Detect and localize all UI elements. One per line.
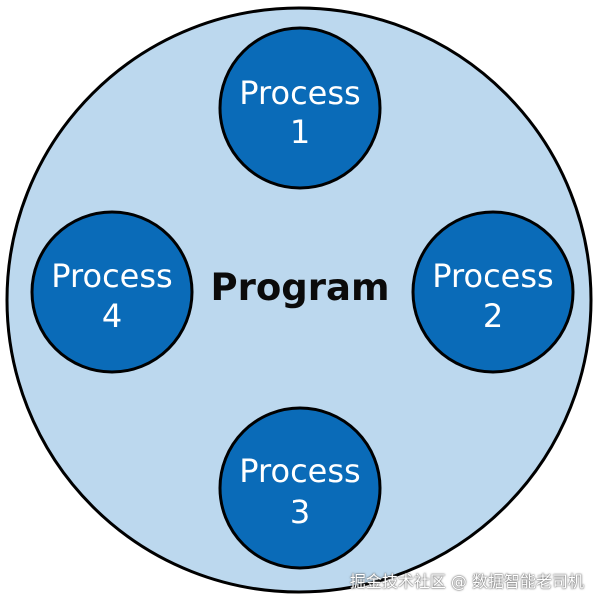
process-3-circle [218, 406, 382, 570]
process-1-number: 1 [290, 113, 310, 151]
process-1-circle [218, 26, 382, 190]
process-3-node: Process 3 [218, 406, 382, 570]
process-2-label: Process [432, 257, 553, 295]
process-1-node: Process 1 [218, 26, 382, 190]
process-2-node: Process 2 [411, 210, 575, 374]
process-4-node: Process 4 [30, 210, 194, 374]
program-circle [5, 6, 593, 594]
process-2-circle [411, 210, 575, 374]
program-label: Program [210, 266, 389, 309]
process-3-label: Process [239, 452, 360, 490]
watermark-text: 掘金技术社区 @ 数据智能老司机 [349, 572, 584, 591]
process-1-label: Process [239, 74, 360, 112]
process-4-label: Process [51, 257, 172, 295]
process-2-number: 2 [483, 297, 503, 335]
process-4-circle [30, 210, 194, 374]
process-3-number: 3 [290, 493, 310, 531]
process-4-number: 4 [102, 297, 122, 335]
